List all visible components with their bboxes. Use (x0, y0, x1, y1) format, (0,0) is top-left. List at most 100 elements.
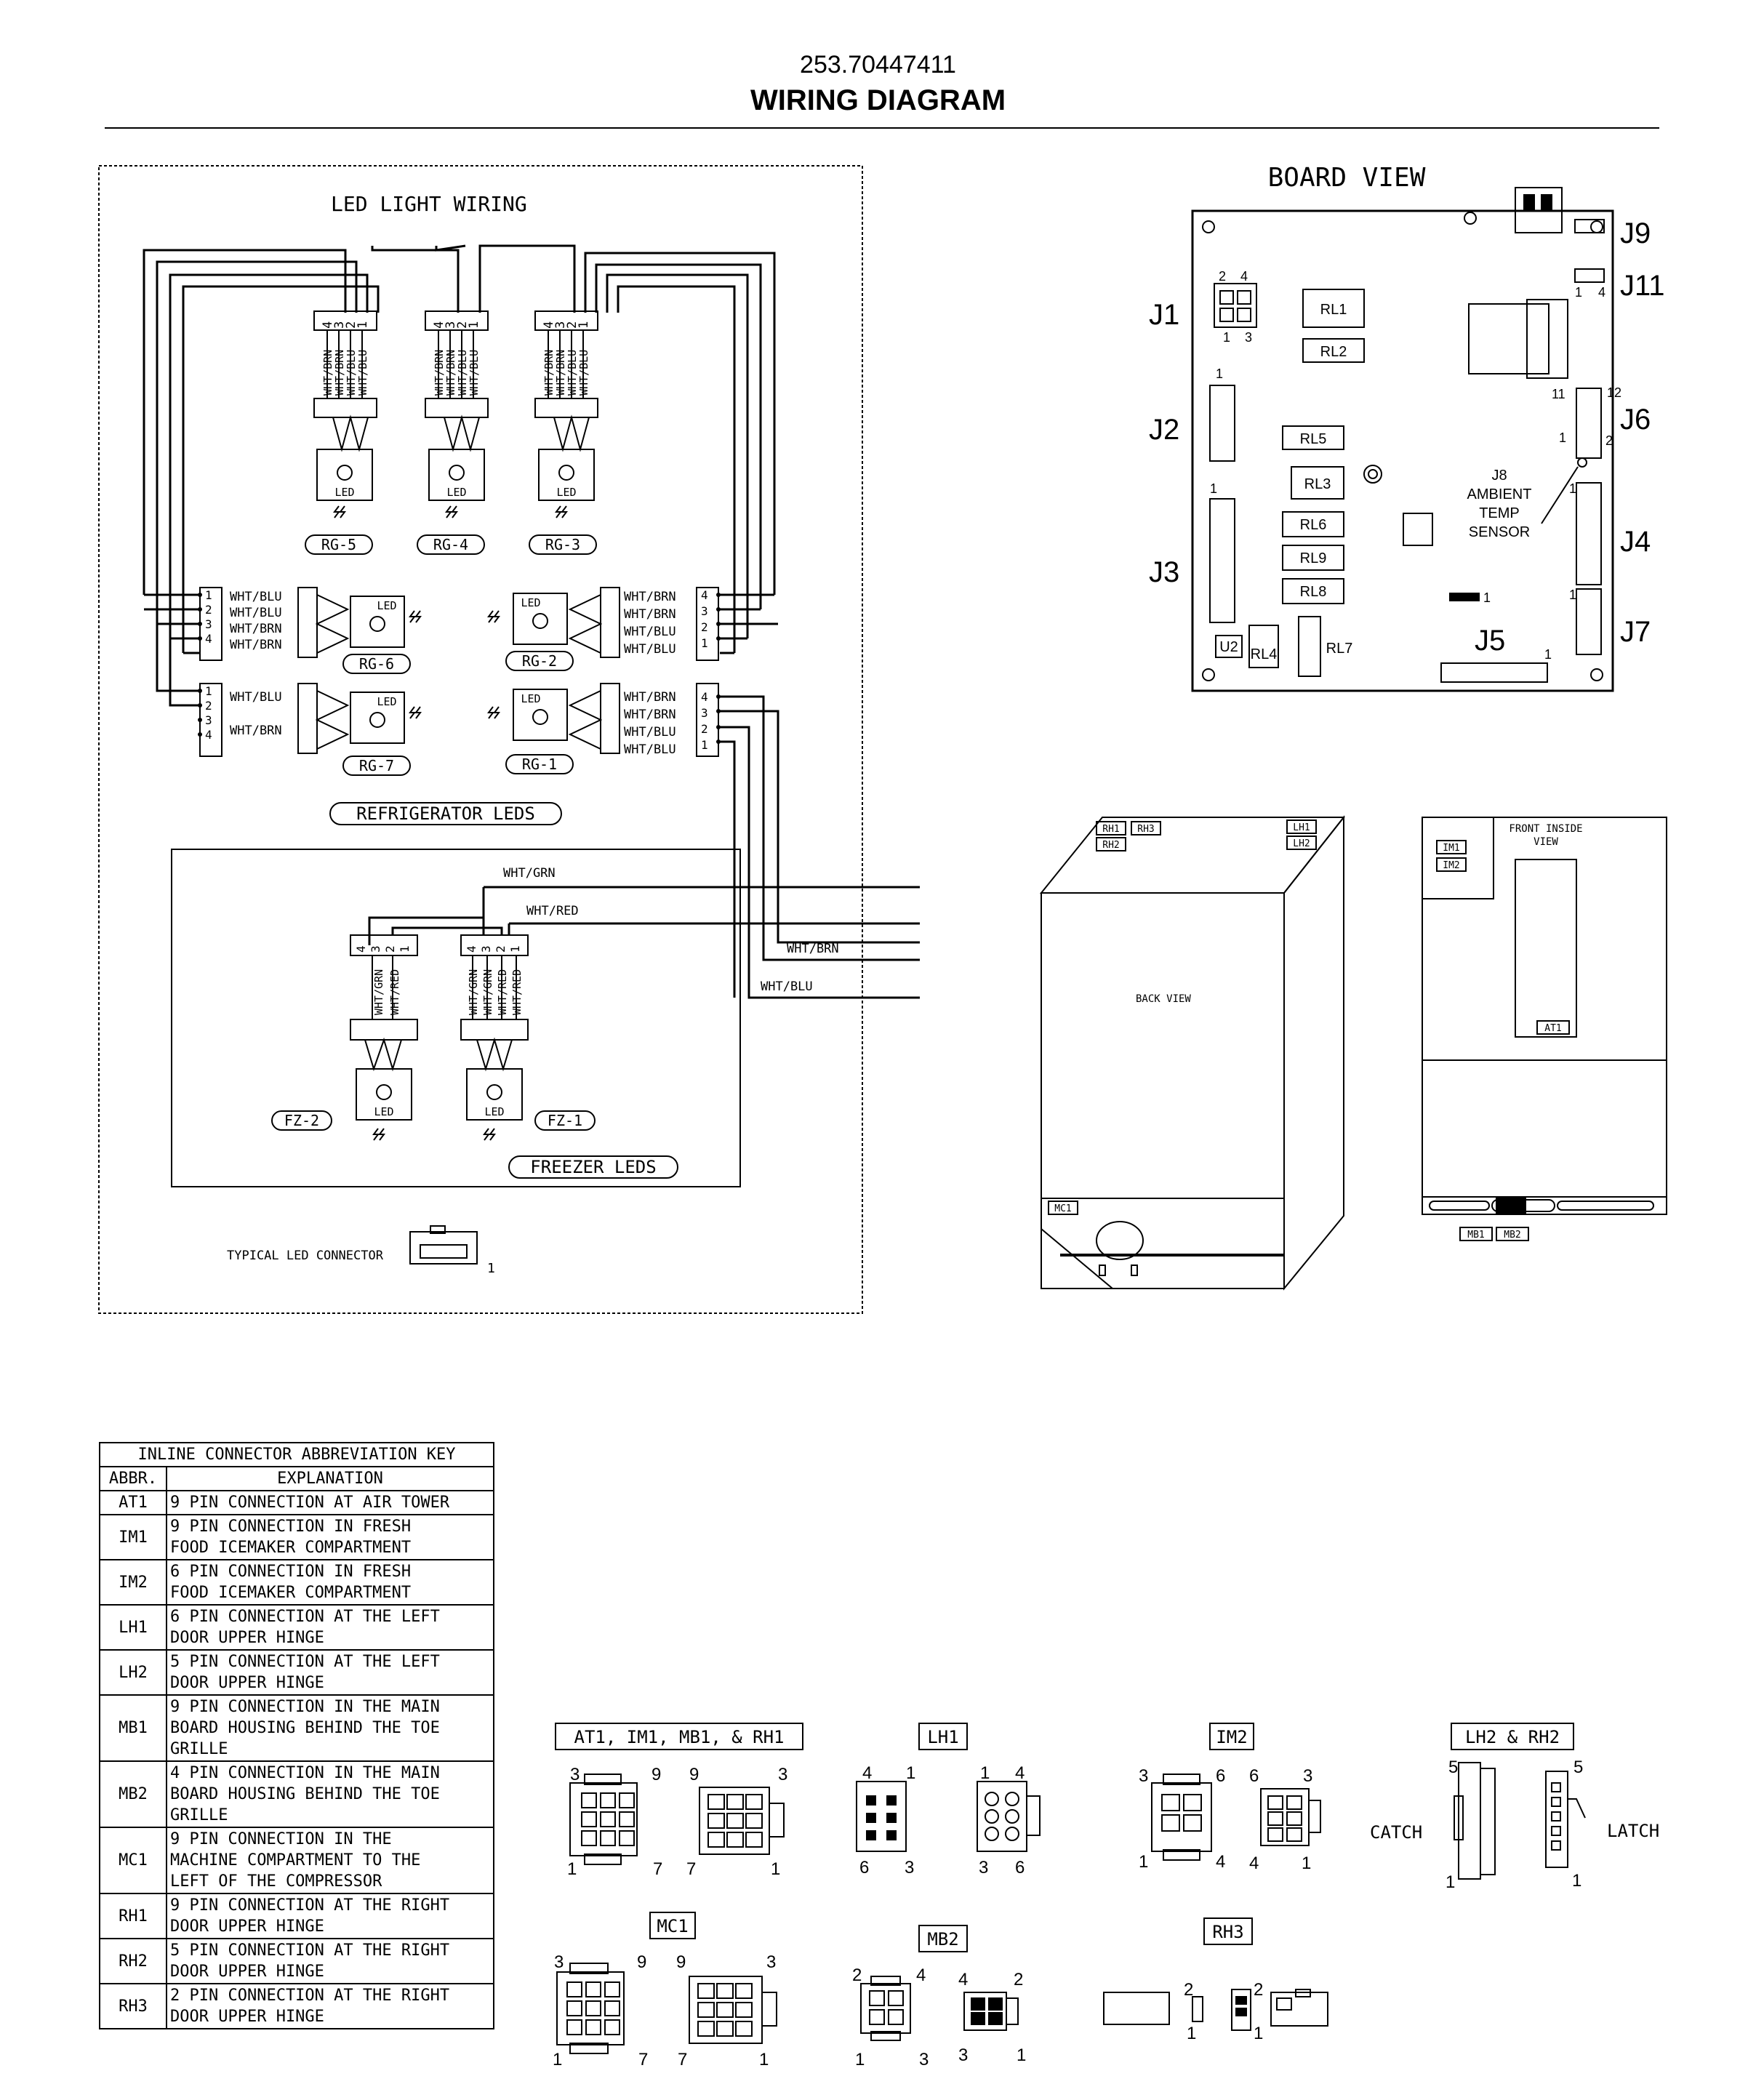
explanation-line: 6 PIN CONNECTION AT THE LEFT (170, 1608, 440, 1626)
tag-at1: AT1 (1544, 1023, 1561, 1034)
pin-label: 1 (1446, 1872, 1455, 1892)
connector-j4: J4 (1620, 526, 1651, 558)
pin-label: 4 (205, 632, 212, 646)
pin-label: 3 (919, 2050, 929, 2069)
wire-label: WHT/BLU (577, 350, 590, 396)
pin-label: 2 (1014, 1970, 1023, 1989)
pin-label: 4 (701, 588, 708, 602)
pin-label: 1 (980, 1763, 990, 1783)
abbr-cell: MB2 (99, 1760, 167, 1828)
wire-label: WHT/GRN (481, 969, 494, 1015)
pin-label: 3 (778, 1765, 787, 1784)
pin-label: 2 (344, 321, 358, 329)
pin-label: 4 (321, 321, 335, 329)
pin-label: 9 (689, 1765, 699, 1784)
pin-label: 1 (398, 945, 412, 953)
pin-label: 1 (508, 945, 522, 953)
pin-label: 1 (1254, 2024, 1263, 2043)
pin-label: 1 (1139, 1852, 1148, 1872)
sensor-label: J8 (1491, 468, 1507, 484)
pin-label: 11 (1552, 387, 1565, 401)
pin-label: 4 (465, 945, 478, 953)
cabinet-back-view (1039, 815, 1346, 1291)
pin-label: 3 (444, 321, 458, 329)
pin-label: 3 (1245, 330, 1252, 345)
abbreviation-key-table: INLINE CONNECTOR ABBREVIATION KEY ABBR. … (99, 1442, 494, 2029)
pin-label: 4 (354, 945, 368, 953)
cabinet-front-view (1422, 817, 1667, 1241)
front-inside-view-label: VIEW (1534, 836, 1558, 848)
wire-label: WHT/BRN (321, 350, 334, 396)
refrigerator-leds-label: REFRIGERATOR LEDS (356, 803, 535, 824)
connector-label-lh2-rh2: LH2 & RH2 (1465, 1727, 1560, 1747)
connector-j11: J11 (1620, 270, 1665, 302)
abbr-cell: IM2 (99, 1559, 167, 1606)
board-view (1191, 187, 1614, 692)
tag-mc1: MC1 (1054, 1203, 1071, 1214)
wire-label: WHT/BRN (542, 350, 556, 396)
connector-label-mb2: MB2 (927, 1929, 958, 1949)
pin-label: 1 (759, 2050, 769, 2069)
connector-j7: J7 (1620, 616, 1651, 648)
led-text: LED (556, 486, 576, 499)
led-section-title: LED LIGHT WIRING (331, 192, 527, 216)
wire-label: WHT/BRN (444, 350, 457, 396)
wire-label: WHT/BRN (230, 724, 282, 738)
relay-rl4: RL4 (1251, 646, 1278, 662)
tag-lh2: LH2 (1293, 838, 1310, 849)
wire-label: WHT/RED (510, 969, 524, 1015)
connector-j1: J1 (1149, 299, 1179, 331)
pin-label: 3 (553, 321, 568, 329)
latch-label: LATCH (1607, 1821, 1659, 1841)
catch-label: CATCH (1370, 1822, 1422, 1843)
tag-im2: IM2 (1443, 860, 1459, 871)
explanation-line: DOOR UPPER HINGE (170, 1629, 324, 1647)
pin-label: 1 (553, 2050, 562, 2069)
pin-label: 1 (1017, 2045, 1026, 2065)
wire-label: WHT/BRN (624, 690, 676, 705)
unit-label-rg-4: RG-4 (433, 536, 468, 553)
wire-label: WHT/BRN (554, 350, 567, 396)
title-rule (105, 127, 1659, 129)
connector-j6: J6 (1620, 404, 1651, 436)
pin-label: 1 (1483, 590, 1491, 605)
pin-label: 1 (1302, 1853, 1311, 1873)
pin-label: 5 (1573, 1758, 1583, 1777)
connector-label-im2: IM2 (1216, 1727, 1247, 1747)
explanation-line: 5 PIN CONNECTION AT THE RIGHT (170, 1941, 450, 1960)
pin-label: 9 (652, 1765, 661, 1784)
pin-label: 2 (701, 620, 708, 634)
wire-label: WHT/BRN (624, 590, 676, 604)
explanation-line: 9 PIN CONNECTION AT THE RIGHT (170, 1896, 450, 1915)
sensor-label: AMBIENT (1467, 486, 1532, 502)
wire-label: WHT/GRN (467, 969, 480, 1015)
pin-label: 7 (653, 1859, 662, 1879)
abbr-cell: RH2 (99, 1938, 167, 1984)
explanation-line: 9 PIN CONNECTION IN THE (170, 1830, 392, 1848)
unit-label-rg-1: RG-1 (522, 756, 557, 773)
pin-label: 3 (701, 706, 708, 720)
pin-label: 6 (1216, 1766, 1225, 1786)
explanation-line: FOOD ICEMAKER COMPARTMENT (170, 1539, 412, 1557)
wire-label: WHT/BLU (456, 350, 469, 396)
pin-label: 1 (1216, 366, 1223, 381)
wire-label: WHT/RED (388, 969, 401, 1015)
pin-label: 5 (1448, 1758, 1458, 1777)
pin-label: 7 (686, 1859, 696, 1879)
pin-label: 7 (678, 2050, 687, 2069)
abbr-cell: RH3 (99, 1983, 167, 2029)
pin-label: 3 (554, 1952, 564, 1972)
pin-label: 1 (701, 636, 708, 650)
pin-label: 1 (1569, 588, 1576, 602)
column-header-explanation: EXPLANATION (166, 1466, 494, 1491)
wire-label: WHT/BRN (333, 350, 346, 396)
front-inside-view-label: FRONT INSIDE (1509, 823, 1582, 835)
